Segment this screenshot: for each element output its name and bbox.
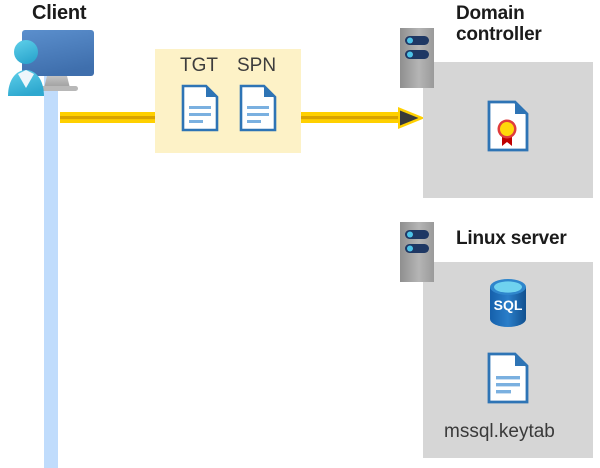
user-workstation-icon bbox=[8, 30, 94, 96]
spn-document-icon bbox=[239, 84, 277, 132]
svg-text:SQL: SQL bbox=[494, 297, 523, 313]
linux-server-label: Linux server bbox=[456, 228, 567, 249]
client-lifeline bbox=[44, 72, 58, 468]
domain-controller-label: Domain controller bbox=[456, 3, 542, 46]
certificate-document-icon bbox=[487, 100, 529, 152]
tgt-document-icon bbox=[181, 84, 219, 132]
keytab-document-icon bbox=[487, 352, 529, 404]
linux-server-tower-icon bbox=[400, 222, 434, 282]
spn-caption: SPN bbox=[237, 55, 277, 76]
client-label: Client bbox=[32, 2, 87, 24]
tgt-spn-message-panel bbox=[155, 49, 301, 153]
sql-database-icon: SQL bbox=[490, 279, 526, 327]
tgt-caption: TGT bbox=[180, 55, 218, 76]
domain-controller-server-tower-icon bbox=[400, 28, 434, 88]
keytab-filename-caption: mssql.keytab bbox=[444, 421, 555, 442]
